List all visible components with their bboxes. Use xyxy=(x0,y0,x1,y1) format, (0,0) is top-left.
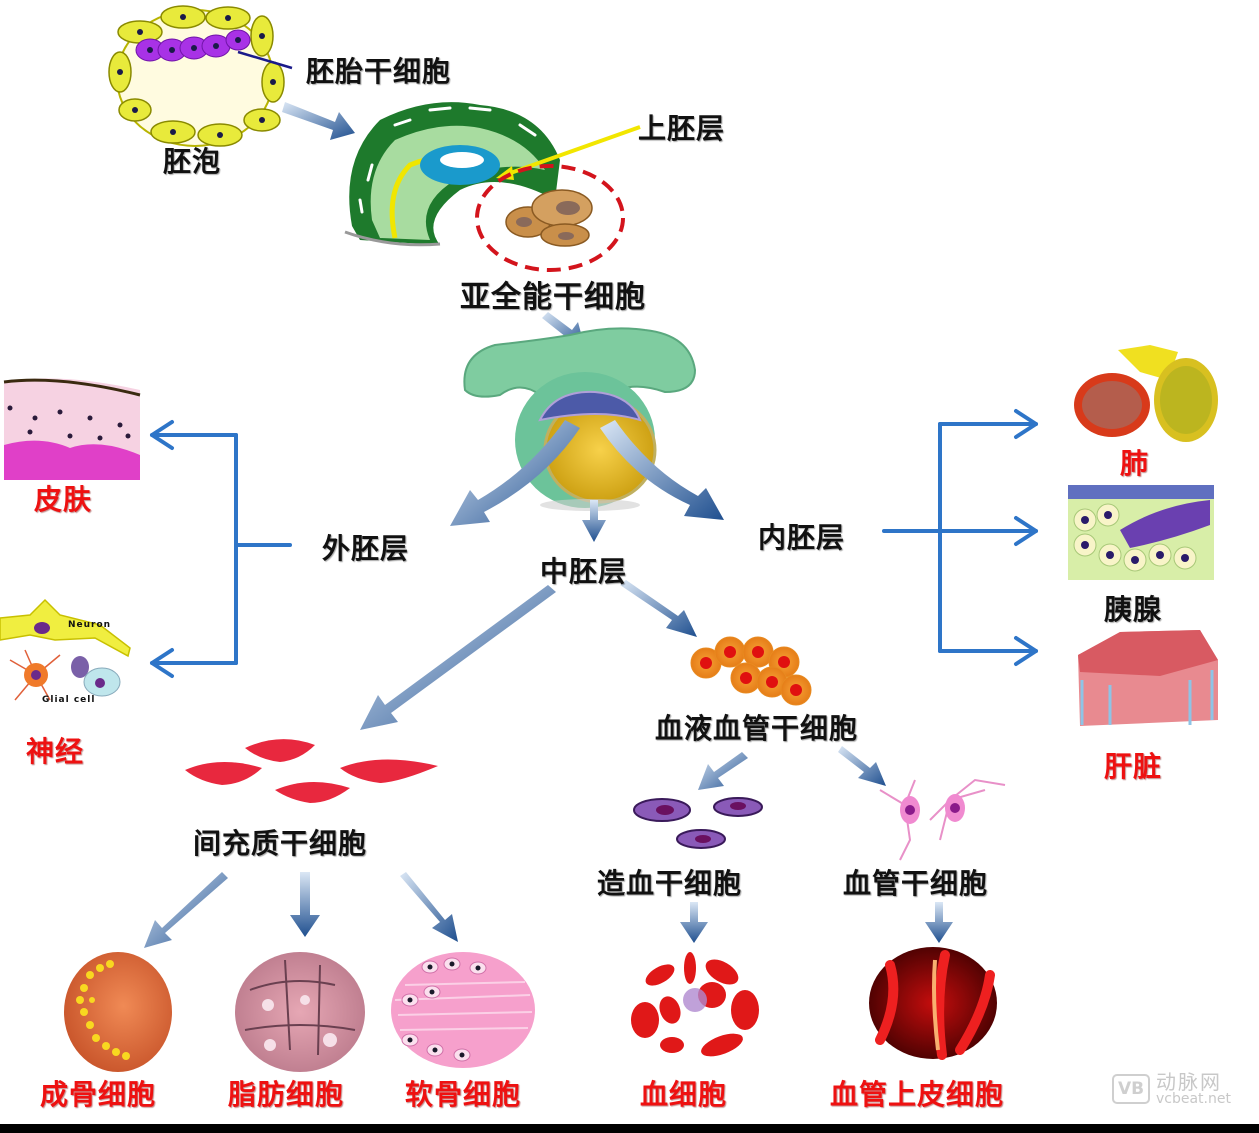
epiblast-illustration xyxy=(344,102,560,247)
label-endoderm: 内胚层 xyxy=(758,521,846,554)
label-embryonic-stem-cell: 胚胎干细胞 xyxy=(306,55,452,88)
adipocyte-illustration xyxy=(235,952,365,1072)
label-lung: 肺 xyxy=(1120,447,1150,480)
label-mesenchymal-stem-cell: 间充质干细胞 xyxy=(193,827,368,860)
label-mesoderm: 中胚层 xyxy=(540,555,628,588)
vascular-stem-cells-illustration xyxy=(879,778,1006,861)
hemangioblast-cells-illustration xyxy=(690,636,812,706)
label-nerve: 神经 xyxy=(26,735,85,768)
pancreas-tissue-illustration xyxy=(1068,485,1214,580)
label-liver: 肝脏 xyxy=(1104,750,1163,783)
arrow-mesoderm-to-hemangioblast xyxy=(620,580,697,637)
vascular-endothelial-illustration xyxy=(869,947,997,1060)
arrow-to-ectoderm xyxy=(450,420,580,526)
arrow-to-vascular-stem xyxy=(838,746,886,786)
ectoderm-branch-connector xyxy=(150,420,292,678)
label-adipocyte: 脂肪细胞 xyxy=(228,1078,345,1111)
bottom-border xyxy=(0,1124,1259,1133)
watermark-logo-icon: VB xyxy=(1112,1074,1150,1104)
label-epiblast: 上胚层 xyxy=(638,112,726,145)
label-hemangioblast: 血液血管干细胞 xyxy=(655,712,859,745)
watermark-name-en: vcbeat.net xyxy=(1156,1091,1231,1107)
osteoblast-illustration xyxy=(64,952,172,1072)
liver-tissue-illustration xyxy=(1078,630,1218,726)
label-chondrocyte: 软骨细胞 xyxy=(405,1078,522,1111)
arrow-to-endoderm xyxy=(600,420,724,520)
label-hematopoietic-stem-cell: 造血干细胞 xyxy=(597,867,743,900)
arrow-to-endothelial xyxy=(925,902,953,943)
mesenchymal-cells-illustration xyxy=(185,739,438,803)
label-sub-totipotent-stem-cell: 亚全能干细胞 xyxy=(460,280,646,315)
nerve-cells-illustration xyxy=(0,598,131,701)
label-osteoblast: 成骨细胞 xyxy=(40,1078,157,1111)
lung-tissue-illustration xyxy=(1074,345,1218,442)
arrow-blastocyst-to-epiblast xyxy=(282,102,355,140)
watermark-name-cn: 动脉网 xyxy=(1156,1070,1222,1094)
label-neuron: Neuron xyxy=(68,620,112,630)
arrow-to-blood-cell xyxy=(680,902,708,943)
chondrocyte-illustration xyxy=(391,952,535,1068)
label-ectoderm: 外胚层 xyxy=(322,532,410,565)
arrow-to-chondrocyte xyxy=(400,872,458,942)
label-vascular-stem-cell: 血管干细胞 xyxy=(843,867,989,900)
label-blastocyst: 胚泡 xyxy=(163,145,222,178)
label-pancreas: 胰腺 xyxy=(1104,593,1163,626)
blood-cells-illustration xyxy=(622,952,759,1067)
arrow-to-hematopoietic xyxy=(698,752,748,790)
embryonic-stem-cell-pointer xyxy=(237,50,293,70)
label-skin: 皮肤 xyxy=(34,483,93,516)
skin-tissue-illustration xyxy=(3,378,141,480)
blastocyst-illustration xyxy=(108,5,293,147)
endoderm-branch-connector xyxy=(882,409,1038,666)
watermark: VB 动脉网 vcbeat.net xyxy=(1112,1072,1231,1106)
arrow-to-osteoblast xyxy=(144,872,228,948)
label-blood-cell: 血细胞 xyxy=(640,1078,728,1111)
arrow-mesoderm-to-mesenchymal xyxy=(360,585,556,730)
arrow-to-mesoderm xyxy=(582,500,606,542)
label-glial-cell: Glial cell xyxy=(42,695,96,705)
sub-totipotent-cells-illustration xyxy=(475,164,625,272)
hematopoietic-cells-illustration xyxy=(633,797,763,849)
label-vascular-endothelial-cell: 血管上皮细胞 xyxy=(830,1078,1005,1111)
arrow-to-adipocyte xyxy=(290,872,320,937)
